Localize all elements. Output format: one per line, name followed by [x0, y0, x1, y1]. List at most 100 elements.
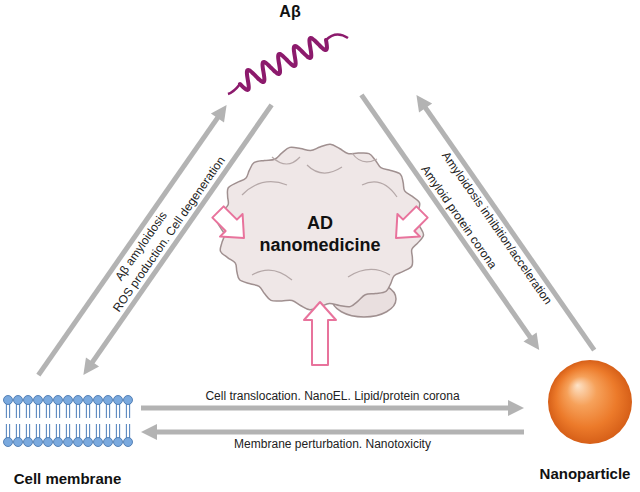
lipid-head — [34, 396, 43, 405]
brain-gyrus — [307, 165, 342, 173]
lipid-head — [54, 438, 63, 447]
focus-arrow — [212, 206, 244, 238]
lipid-tail — [39, 424, 40, 438]
lipid-tail — [69, 424, 70, 438]
arrow-head — [524, 332, 540, 350]
lipid-head — [74, 396, 83, 405]
helix-tail — [326, 34, 348, 40]
lipid-tail — [86, 424, 87, 438]
lipid-head — [14, 396, 23, 405]
lipid-head — [4, 438, 13, 447]
lipid-tail — [19, 424, 20, 438]
lipid-tail — [66, 424, 67, 438]
lipid-head — [104, 396, 113, 405]
protein-node: Aβ — [225, 0, 355, 100]
lipid-tail — [76, 424, 77, 438]
lipid-tail — [96, 424, 97, 438]
lipid-tail — [129, 424, 130, 438]
brain-gyrus — [362, 182, 397, 197]
lipid-tail — [116, 404, 117, 418]
lipid-head — [94, 438, 103, 447]
nanoparticle-sphere — [548, 360, 632, 444]
lipid-tail — [49, 424, 50, 438]
lipid-tail — [96, 404, 97, 418]
edge-label: Membrane perturbation. Nanotoxicity — [234, 437, 431, 451]
lipid-tail — [59, 404, 60, 418]
lipid-head — [44, 438, 53, 447]
lipid-head — [54, 396, 63, 405]
brain-gyrus — [348, 269, 390, 277]
arrow-shaft — [424, 105, 594, 350]
lipid-head — [14, 438, 23, 447]
lipid-tail — [76, 404, 77, 418]
lipid-head — [24, 438, 33, 447]
lipid-bilayer — [4, 396, 133, 447]
lipid-tail — [36, 404, 37, 418]
lipid-head — [34, 438, 43, 447]
lipid-tail — [49, 404, 50, 418]
lipid-tail — [126, 424, 127, 438]
edge-label: ROS production. Cell degeneration — [110, 154, 228, 315]
node-label: Cell membrane — [14, 470, 122, 488]
helix-tail — [228, 84, 240, 94]
lipid-tail — [79, 424, 80, 438]
lipid-tail — [6, 404, 7, 418]
lipid-tail — [69, 404, 70, 418]
lipid-tail — [66, 404, 67, 418]
lipid-tail — [56, 404, 57, 418]
lipid-head — [64, 396, 73, 405]
lipid-tail — [99, 404, 100, 418]
lipid-tail — [39, 404, 40, 418]
node-label: Nanoparticle — [540, 465, 631, 483]
arrow-head — [83, 357, 99, 375]
lipid-tail — [9, 404, 10, 418]
lipid-tail — [119, 424, 120, 438]
lipid-head — [24, 396, 33, 405]
lipid-tail — [79, 404, 80, 418]
brain-gyrus — [352, 153, 377, 162]
lipid-tail — [109, 424, 110, 438]
helix-coil — [240, 38, 327, 90]
membrane-node: Cell membrane — [0, 380, 135, 490]
lipid-tail — [86, 404, 87, 418]
focus-arrow — [396, 206, 428, 238]
lipid-head — [124, 438, 133, 447]
arrow-head — [141, 424, 157, 440]
brain-gyrus — [242, 182, 287, 195]
lipid-tail — [16, 424, 17, 438]
lipid-tail — [109, 404, 110, 418]
lipid-head — [84, 396, 93, 405]
lipid-tail — [16, 404, 17, 418]
arrow-shaft — [91, 105, 272, 365]
lipid-tail — [36, 424, 37, 438]
interaction-arrow — [416, 95, 594, 350]
arrow-head — [416, 95, 432, 113]
lipid-head — [64, 438, 73, 447]
lipid-tail — [9, 424, 10, 438]
arrow-shaft — [141, 406, 511, 411]
lipid-head — [44, 396, 53, 405]
lipid-tail — [6, 424, 7, 438]
lipid-head — [114, 396, 123, 405]
lipid-tail — [116, 424, 117, 438]
lipid-tail — [126, 404, 127, 418]
node-label: Aβ — [279, 2, 300, 21]
lipid-tail — [29, 424, 30, 438]
lipid-head — [84, 438, 93, 447]
lipid-tail — [119, 404, 120, 418]
focus-arrow — [304, 302, 336, 365]
lipid-tail — [46, 404, 47, 418]
lipid-head — [4, 396, 13, 405]
lipid-head — [124, 396, 133, 405]
lipid-tail — [99, 424, 100, 438]
lipid-tail — [106, 404, 107, 418]
lipid-head — [74, 438, 83, 447]
amyloid-helix — [228, 34, 348, 94]
node-label: AD nanomedicine — [255, 213, 385, 256]
lipid-tail — [29, 404, 30, 418]
lipid-tail — [46, 424, 47, 438]
edge-label: Cell translocation. NanoEL. Lipid/protei… — [205, 389, 459, 403]
lipid-tail — [129, 404, 130, 418]
lipid-tail — [19, 404, 20, 418]
